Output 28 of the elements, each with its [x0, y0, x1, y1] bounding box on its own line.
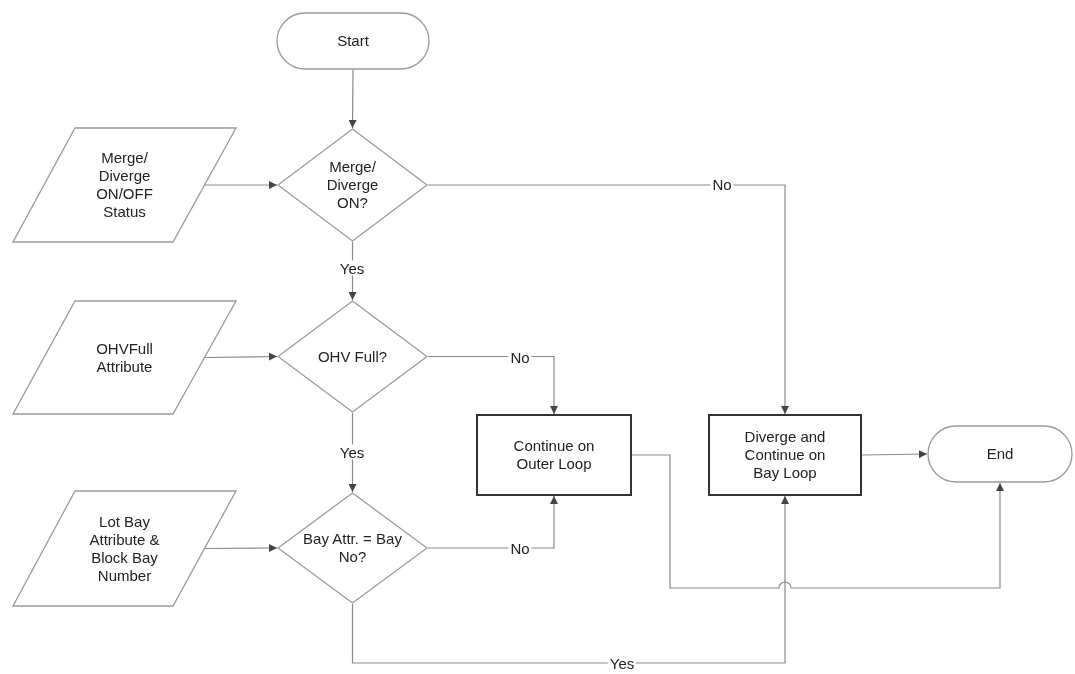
input-parallelogram [12, 300, 237, 415]
decision-diamond [277, 300, 428, 413]
node-label: Bay Attr. = Bay No? [302, 530, 403, 566]
edge-label: Yes [337, 444, 367, 460]
node-label: OHV Full? [317, 347, 388, 366]
arrow [427, 495, 558, 549]
node-label: Merge/ Diverge ON? [325, 158, 380, 212]
process-box [476, 414, 632, 496]
decision-diamond [277, 492, 428, 604]
arrow [861, 450, 928, 459]
edge-label: Yes [337, 260, 367, 276]
input-parallelogram [12, 490, 237, 607]
decision-diamond [277, 128, 428, 242]
node-label: OHVFull Attribute [95, 339, 154, 376]
node-label: Continue on Outer Loop [512, 437, 596, 473]
arrow [204, 181, 278, 189]
node-label: Lot Bay Attribute & Block Bay Number [88, 512, 161, 585]
process-box [708, 414, 862, 496]
arrow [631, 454, 1004, 589]
arrow [348, 69, 357, 129]
arrow [427, 184, 789, 415]
node-label: Start [337, 32, 369, 50]
arrow [427, 355, 558, 415]
node-label: End [986, 445, 1014, 463]
node-label: Merge/ Diverge ON/OFF Status [95, 149, 154, 221]
input-parallelogram [12, 127, 237, 243]
arrow [351, 495, 789, 664]
node-label: Diverge and Continue on Bay Loop [743, 428, 827, 482]
